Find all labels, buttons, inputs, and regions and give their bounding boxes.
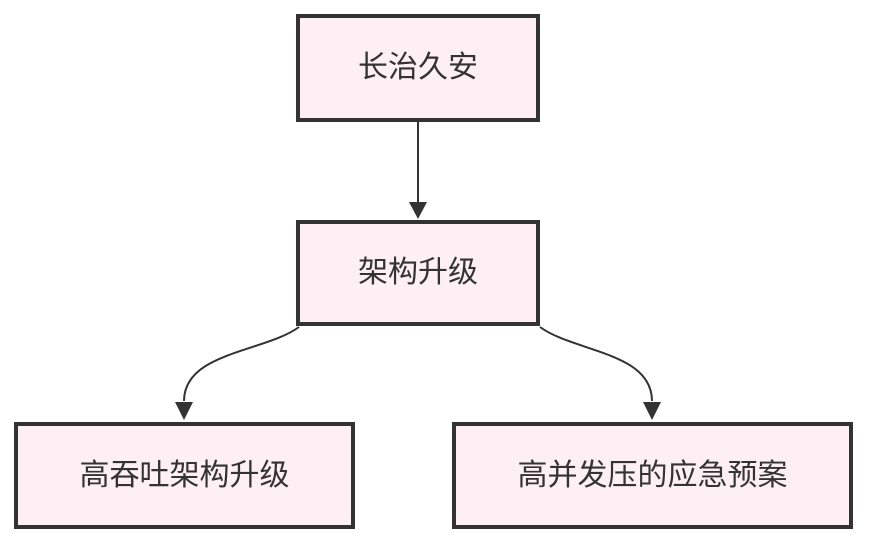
node-root-label: 长治久安: [358, 51, 478, 84]
arrowhead-down-icon: [643, 402, 661, 420]
connector-root-to-arch: [409, 122, 427, 219]
node-throughput-label: 高吞吐架构升级: [79, 458, 290, 492]
connector-arch-to-throughput: [175, 326, 300, 420]
arrowhead-down-icon: [409, 202, 427, 219]
connector-arch-to-emergency: [539, 326, 661, 420]
node-root: 长治久安: [296, 14, 540, 122]
node-emergency-label: 高并发压的应急预案: [517, 458, 788, 492]
node-emergency: 高并发压的应急预案: [452, 422, 853, 529]
arrowhead-down-icon: [175, 402, 193, 420]
node-arch-label: 架构升级: [358, 256, 478, 289]
node-arch: 架构升级: [296, 220, 540, 326]
node-throughput: 高吞吐架构升级: [14, 422, 355, 529]
